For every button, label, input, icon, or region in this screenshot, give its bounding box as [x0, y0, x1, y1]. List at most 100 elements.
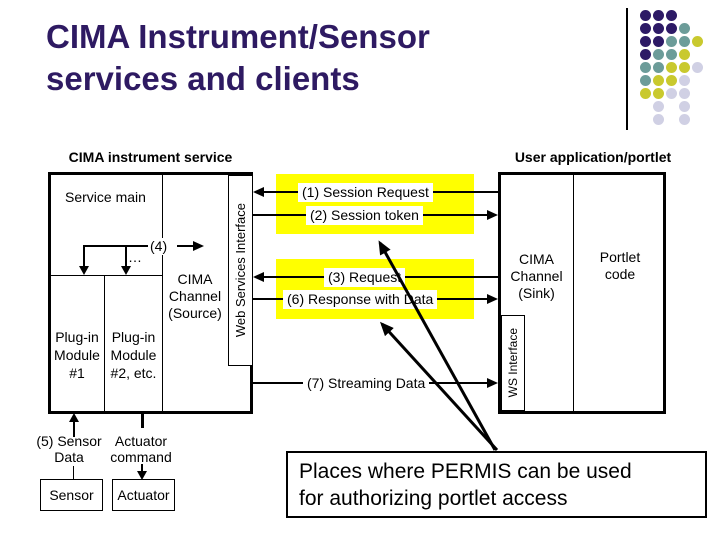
decor-dot — [640, 75, 651, 86]
step4-drop2-line — [125, 245, 127, 268]
m2-arrowhead-icon — [487, 210, 498, 220]
decor-dot — [666, 10, 677, 21]
actuator-command-line1: Actuator — [114, 433, 168, 449]
sensor-data-arrow-line — [73, 420, 75, 437]
decor-dot — [640, 23, 651, 34]
step4-label: (4) — [148, 238, 170, 255]
decor-dot — [640, 36, 651, 47]
user-application-header: User application/portlet — [514, 149, 672, 165]
plugin-module2-label: Plug-in Module #2, etc. — [105, 328, 162, 382]
ws-interface-label: WS Interface — [506, 328, 520, 398]
sensor-data-line1: (5) Sensor — [36, 433, 102, 449]
decor-dot — [653, 36, 664, 47]
module2-line3: #2, etc. — [110, 365, 157, 381]
step4-arrow-line — [177, 245, 194, 247]
decor-dot — [666, 49, 677, 60]
m6-label: (6) Response with Data — [283, 290, 438, 309]
actuator-command-line2: command — [110, 449, 172, 465]
m7-label: (7) Streaming Data — [303, 374, 430, 393]
m1-arrowhead-icon — [253, 187, 264, 197]
module1-line1: Plug-in — [55, 329, 99, 345]
decor-dot — [653, 23, 664, 34]
channel-source-line1: CIMA — [177, 271, 213, 287]
decor-dot — [666, 62, 677, 73]
decor-dot — [653, 101, 664, 112]
decor-dot — [653, 88, 664, 99]
decor-dot — [653, 10, 664, 21]
module2-line1: Plug-in — [111, 329, 156, 345]
slide-title: CIMA Instrument/Sensor services and clie… — [46, 16, 430, 100]
plugin-module1-label: Plug-in Module #1 — [50, 328, 104, 382]
decor-dot — [640, 10, 651, 21]
decor-dot — [653, 114, 664, 125]
web-services-interface-label: Web Services Interface — [233, 203, 248, 338]
decor-dot — [679, 101, 690, 112]
sensor-connector-line — [73, 466, 74, 480]
decor-dot — [653, 62, 664, 73]
module1-line2: Module — [54, 347, 100, 363]
sensor-data-label: (5) Sensor Data — [34, 433, 104, 465]
permis-callout-box: Places where PERMIS can be used for auth… — [286, 451, 707, 518]
channel-source-line2: Channel — [168, 288, 222, 304]
m3-arrowhead-icon — [253, 272, 264, 282]
m1-label: (1) Session Request — [298, 183, 433, 202]
channel-sink-line2: Channel — [510, 268, 563, 284]
decor-dot — [653, 49, 664, 60]
decor-dot — [679, 36, 690, 47]
module-divider — [104, 276, 105, 412]
channel-source-line3: (Source) — [168, 305, 222, 321]
service-main-bottom-divider — [51, 275, 162, 276]
slide-title-line2: services and clients — [46, 60, 360, 97]
cima-channel-source-label: CIMA Channel (Source) — [163, 271, 227, 322]
instrument-service-header: CIMA instrument service — [68, 149, 233, 165]
user-application-box — [498, 172, 666, 414]
decor-dot — [653, 75, 664, 86]
decor-vertical-bar — [626, 8, 628, 130]
m6-arrowhead-icon — [487, 294, 498, 304]
step4-bracket-line — [83, 245, 151, 247]
actuator-command-label: Actuator command — [106, 433, 176, 465]
decor-dot — [679, 75, 690, 86]
step4-drop1-arrowhead-icon — [79, 266, 89, 275]
permis-text-line1: Places where PERMIS can be used — [299, 460, 632, 483]
step4-drop1-line — [83, 245, 85, 268]
ws-interface-box: WS Interface — [501, 315, 525, 411]
step4-drop2-arrowhead-icon — [121, 266, 131, 275]
decor-dot — [640, 62, 651, 73]
web-services-interface-box: Web Services Interface — [228, 175, 253, 366]
user-app-divider — [573, 175, 574, 411]
sensor-data-arrowhead-icon — [69, 413, 79, 422]
decor-dot — [679, 62, 690, 73]
decor-dot — [666, 36, 677, 47]
decor-dot — [666, 88, 677, 99]
decor-dot — [679, 49, 690, 60]
decor-dot — [692, 36, 703, 47]
decor-dot — [666, 75, 677, 86]
module1-line3: #1 — [69, 365, 85, 381]
module2-line2: Module — [110, 347, 157, 363]
ellipsis-label: … — [128, 249, 142, 265]
decor-dot — [679, 23, 690, 34]
decor-dot — [679, 114, 690, 125]
decor-dot — [666, 23, 677, 34]
slide-title-line1: CIMA Instrument/Sensor — [46, 18, 430, 55]
decor-dot — [640, 88, 651, 99]
decor-dot — [679, 88, 690, 99]
actuator-command-line — [141, 414, 144, 428]
decor-dot — [692, 62, 703, 73]
cima-channel-sink-label: CIMA Channel (Sink) — [501, 251, 572, 302]
sensor-box: Sensor — [40, 479, 103, 511]
actuator-arrow-line — [141, 464, 143, 473]
portlet-line2: code — [604, 266, 636, 282]
m7-arrowhead-icon — [487, 378, 498, 388]
service-main-label: Service main — [65, 189, 146, 205]
channel-sink-line1: CIMA — [519, 251, 554, 267]
m3-label: (3) Request — [324, 268, 406, 287]
instrument-inner-divider — [162, 175, 163, 412]
sensor-data-line2: Data — [54, 449, 84, 465]
channel-sink-line3: (Sink) — [518, 285, 555, 301]
decor-dot — [640, 49, 651, 60]
step4-arrowhead-icon — [193, 241, 204, 251]
m2-label: (2) Session token — [306, 206, 423, 225]
